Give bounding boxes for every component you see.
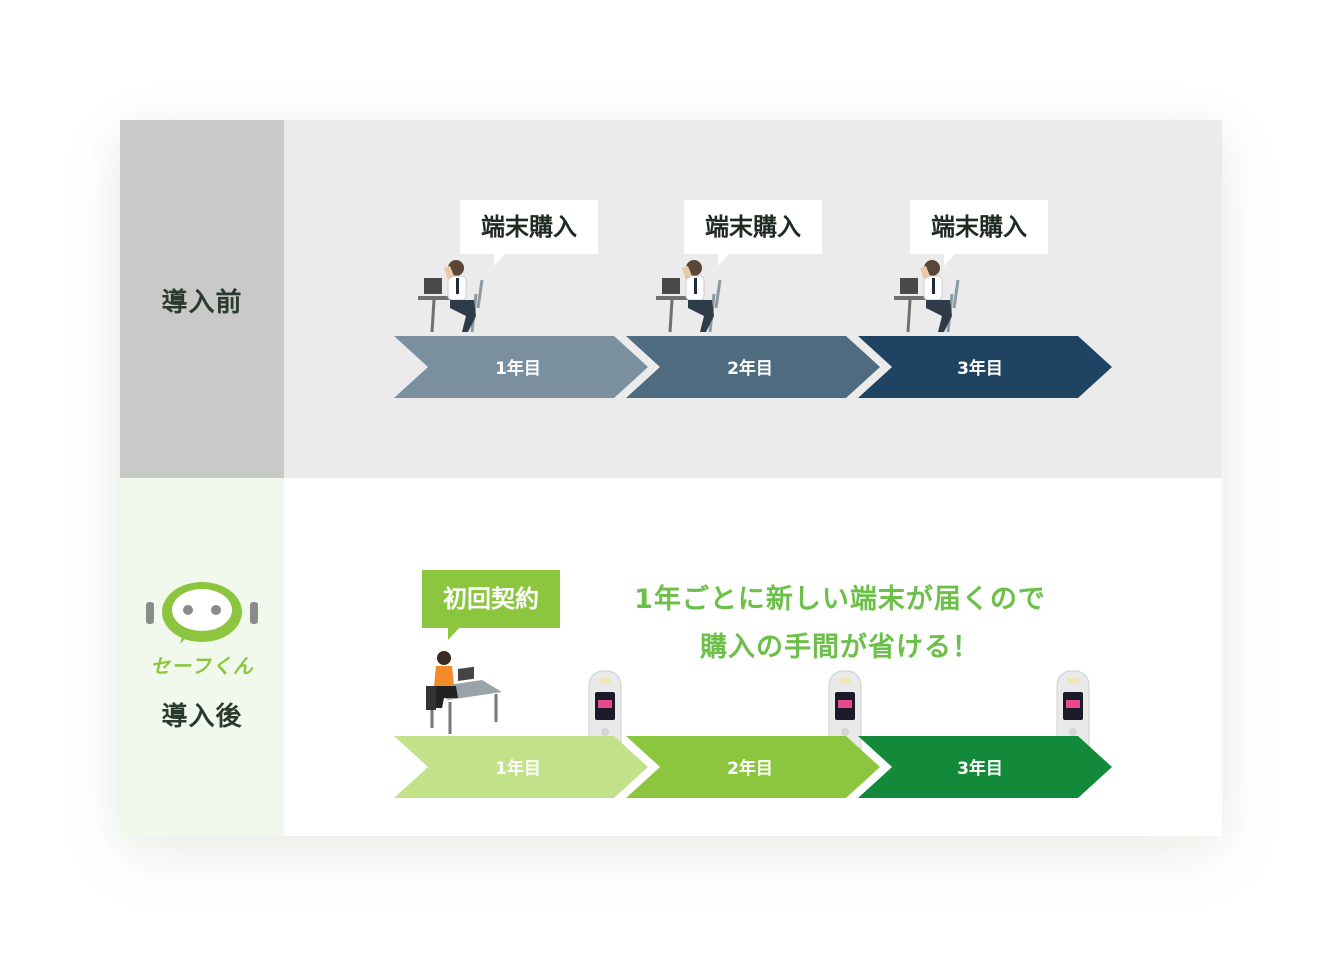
after-label: 導入後 [161,702,243,732]
before-timeline: 1年目 2年目 3年目 [394,336,1112,398]
benefit-message: 1年ごとに新しい端末が届くので 購入の手間が省ける！ [560,576,1120,672]
before-step-label-2: 2年目 [727,358,773,379]
before-step-arrow-2 [626,336,880,398]
purchase-bubble-2: 端末購入 [684,200,822,266]
mascot-logo-text: セーフくん [150,654,254,678]
benefit-message-line-1: 1年ごとに新しい端末が届くので [634,584,1046,615]
mascot-logo-icon [146,582,258,644]
before-step-label-3: 3年目 [957,358,1003,379]
troubled-worker-icon-3 [894,260,960,333]
after-step-label-3: 3年目 [957,758,1003,779]
after-step-label-2: 2年目 [727,758,773,779]
before-step-arrow-1 [394,336,648,398]
after-label-column: セーフくん 導入後 [120,478,284,836]
breathalyzer-device-icon-2 [828,670,862,762]
after-step-label-1: 1年目 [495,758,541,779]
before-row: 導入前 端末購入 端末購入 端末購入 [120,120,1222,478]
working-person-icon [426,651,502,734]
purchase-bubble-1: 端末購入 [460,200,598,266]
before-label: 導入前 [161,288,243,318]
troubled-worker-icon-1 [418,260,484,333]
before-label-column: 導入前 [120,120,284,478]
before-step-arrow-3 [858,336,1112,398]
breathalyzer-device-icon-1 [588,670,622,762]
comparison-card: 導入前 端末購入 端末購入 端末購入 [120,120,1222,836]
initial-contract-bubble: 初回契約 [422,570,560,640]
purchase-bubble-3: 端末購入 [910,200,1048,266]
benefit-message-line-2: 購入の手間が省ける！ [700,632,980,663]
after-row: セーフくん 導入後 初回契約 1年ごとに新しい端末が届くので 購入の手間が省ける… [120,478,1222,836]
before-step-label-1: 1年目 [495,358,541,379]
troubled-worker-icon-2 [656,260,722,333]
breathalyzer-device-icon-3 [1056,670,1090,762]
